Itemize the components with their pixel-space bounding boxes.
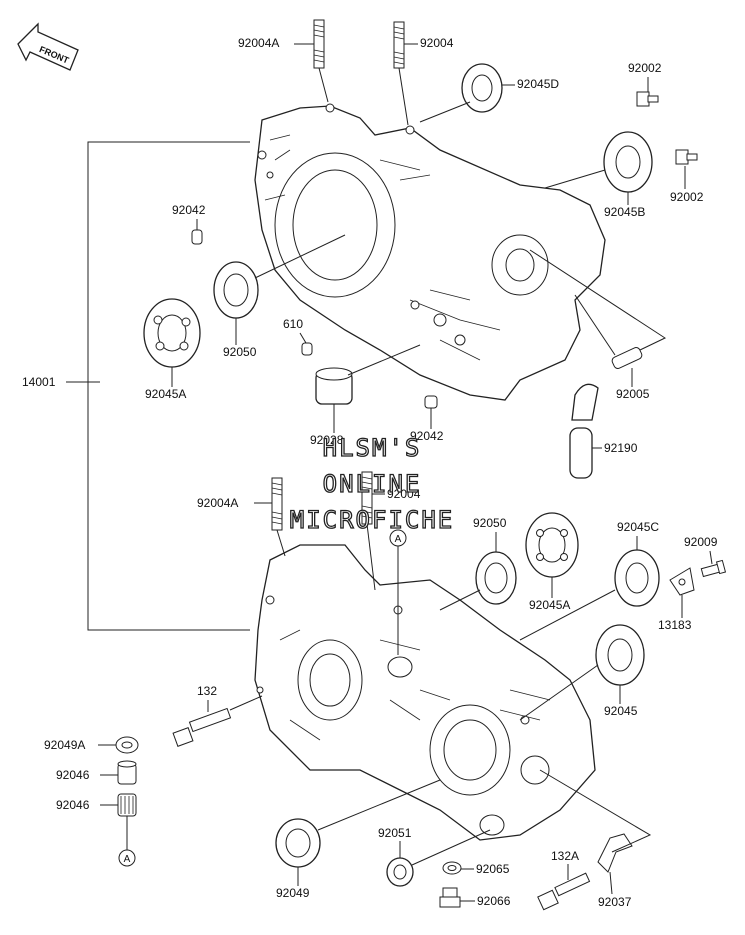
plate-13183 [669, 567, 695, 596]
label-92045d: 92045D [517, 77, 559, 91]
plug-92066 [439, 887, 461, 908]
label-92045b: 92045B [604, 205, 645, 219]
label-92042-lower: 92042 [410, 429, 444, 443]
needle-bearing-92046-a [117, 760, 137, 785]
bolt-92002-top [636, 91, 659, 107]
label-92004-upper: 92004 [420, 36, 454, 50]
fitting-92005 [529, 249, 667, 369]
upper-crankcase [254, 103, 606, 401]
bearing-92045a-upper [143, 298, 201, 368]
label-92002-top: 92002 [628, 61, 662, 75]
watermark-line-3: MICROFICHE [290, 506, 455, 534]
label-132: 132 [197, 684, 217, 698]
seal-92050-lower [439, 551, 517, 611]
label-92066: 92066 [477, 894, 511, 908]
needle-bearing-92046-b [117, 793, 137, 850]
bearing-92045d [419, 63, 503, 123]
watermark: HLSM'S ONLINE MICROFICHE [289, 433, 455, 534]
label-92045a-lower: 92045A [529, 598, 570, 612]
lower-stud [361, 471, 376, 591]
label-92049: 92049 [276, 886, 310, 900]
label-92045a-upper: 92045A [145, 387, 186, 401]
svg-text:A: A [124, 854, 131, 865]
callout-a-bottom: A [118, 849, 136, 867]
lower-stud-a [271, 477, 286, 557]
label-92004a-upper: 92004A [238, 36, 279, 50]
label-92028: 92028 [310, 433, 344, 447]
bearing-92045a-lower [525, 512, 579, 578]
label-92190: 92190 [604, 441, 638, 455]
label-92002-right: 92002 [670, 190, 704, 204]
label-610: 610 [283, 317, 303, 331]
label-92045c: 92045C [617, 520, 659, 534]
label-92050-upper: 92050 [223, 345, 257, 359]
label-92050-lower: 92050 [473, 516, 507, 530]
callout-a-top: A [389, 529, 407, 655]
dowel-610 [301, 342, 313, 356]
label-92049a: 92049A [44, 738, 85, 752]
bearing-92045c [519, 549, 660, 641]
bolt-92002-right [675, 149, 698, 165]
hose-92190 [569, 383, 602, 479]
seal-92049 [275, 779, 441, 868]
pin-92042-lower [424, 395, 438, 409]
front-arrow-icon: FRONT [17, 22, 79, 71]
washer-92049a [115, 736, 139, 754]
label-92046-a: 92046 [56, 768, 90, 782]
label-92004-lower: 92004 [387, 487, 421, 501]
pin-92042 [191, 229, 203, 245]
bushing-92028 [315, 344, 421, 405]
label-92065: 92065 [476, 862, 510, 876]
upper-stud-a [313, 19, 329, 103]
label-92045: 92045 [604, 704, 638, 718]
watermark-line-2: ONLINE [323, 470, 422, 498]
watermark-line-1: HLSM'S [323, 434, 422, 462]
screw-92009 [700, 559, 727, 578]
label-92005: 92005 [616, 387, 650, 401]
label-92042-upper: 92042 [172, 203, 206, 217]
bolt-132 [172, 695, 263, 747]
bearing-92045 [519, 624, 645, 721]
label-92051: 92051 [378, 826, 412, 840]
washer-92065 [442, 861, 462, 875]
lower-crankcase [254, 544, 596, 841]
upper-stud [393, 21, 409, 126]
label-92009: 92009 [684, 535, 718, 549]
bolt-132a [537, 872, 591, 911]
label-132a: 132A [551, 849, 579, 863]
label-92037: 92037 [598, 895, 632, 909]
seal-92051 [386, 829, 491, 887]
label-92004a-lower: 92004A [197, 496, 238, 510]
assembly-bracket [87, 141, 250, 631]
bearing-92045b [544, 131, 653, 193]
label-92046-b: 92046 [56, 798, 90, 812]
label-14001: 14001 [22, 375, 56, 389]
svg-text:A: A [395, 534, 402, 545]
bracket-92037 [539, 769, 652, 873]
label-13183: 13183 [658, 618, 692, 632]
